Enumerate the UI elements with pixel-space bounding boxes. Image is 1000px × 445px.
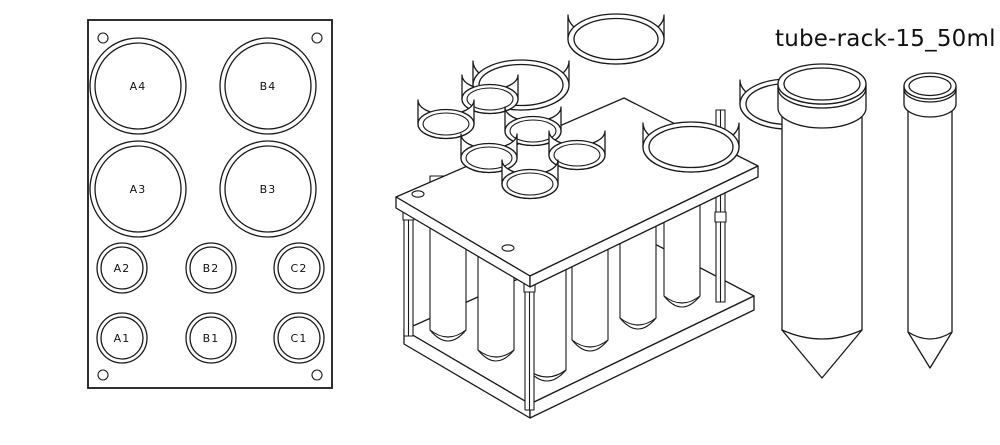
isometric-rack bbox=[395, 13, 837, 419]
tube-cone-shoulder bbox=[781, 329, 863, 340]
well-b3[interactable]: B3 bbox=[219, 140, 317, 238]
well-inner-ring bbox=[189, 316, 233, 360]
top-plate-front-right-face bbox=[529, 165, 759, 288]
socket-rim-inner bbox=[509, 119, 557, 143]
well-outer-ring bbox=[89, 37, 187, 135]
mounting-hole-icon bbox=[311, 369, 323, 381]
well-inner-ring bbox=[224, 145, 312, 233]
socket-small[interactable] bbox=[504, 106, 562, 147]
socket-small[interactable] bbox=[461, 74, 519, 115]
tube-cone-shoulder bbox=[907, 331, 953, 340]
well-outer-ring bbox=[185, 312, 237, 364]
tube-body bbox=[781, 103, 863, 379]
socket-rim-outer bbox=[504, 115, 562, 147]
socket-rim-outer bbox=[642, 121, 740, 173]
well-label: A1 bbox=[114, 332, 131, 345]
well-inner-ring bbox=[277, 316, 321, 360]
socket-large[interactable] bbox=[567, 13, 665, 65]
well-a3[interactable]: A3 bbox=[89, 140, 187, 238]
well-a2[interactable]: A2 bbox=[96, 242, 148, 294]
post-collar bbox=[714, 211, 727, 223]
tube-collar-lower-curve bbox=[777, 87, 867, 109]
well-c1[interactable]: C1 bbox=[273, 312, 325, 364]
well-label: B3 bbox=[260, 183, 277, 196]
well-inner-ring bbox=[94, 42, 182, 130]
rack-tube-bottom-curve bbox=[429, 329, 467, 338]
well-inner-ring bbox=[100, 246, 144, 290]
top-view-plate: A4 B4 A3 B3 bbox=[87, 19, 333, 389]
tube-rim-outer bbox=[777, 63, 867, 105]
well-c2[interactable]: C2 bbox=[273, 242, 325, 294]
socket-rim-outer bbox=[501, 168, 559, 200]
well-outer-ring bbox=[185, 242, 237, 294]
well-label: B4 bbox=[260, 80, 277, 93]
well-b1[interactable]: B1 bbox=[185, 312, 237, 364]
plate-outline bbox=[87, 19, 333, 389]
socket-rim-inner bbox=[422, 112, 470, 136]
tube-body bbox=[907, 99, 953, 369]
well-b4[interactable]: B4 bbox=[219, 37, 317, 135]
socket-small[interactable] bbox=[417, 99, 475, 140]
rack-tube-bottom-curve bbox=[571, 339, 609, 348]
socket-rim-inner bbox=[553, 143, 601, 167]
well-outer-ring bbox=[273, 312, 325, 364]
well-outer-ring bbox=[96, 312, 148, 364]
well-label: C2 bbox=[291, 262, 308, 275]
rack-post bbox=[523, 267, 536, 411]
socket-rim-inner bbox=[466, 87, 514, 111]
rack-tube-bottom-curve bbox=[477, 349, 515, 358]
well-a1[interactable]: A1 bbox=[96, 312, 148, 364]
tube-rim-inner bbox=[783, 67, 861, 101]
tube-50ml[interactable] bbox=[777, 63, 867, 379]
well-label: B1 bbox=[203, 332, 220, 345]
tube-rim-outer bbox=[903, 72, 957, 100]
well-b2[interactable]: B2 bbox=[185, 242, 237, 294]
mounting-hole-icon bbox=[97, 369, 109, 381]
tube-15ml[interactable] bbox=[903, 72, 957, 369]
well-inner-ring bbox=[224, 42, 312, 130]
well-inner-ring bbox=[277, 246, 321, 290]
well-label: B2 bbox=[203, 262, 220, 275]
well-outer-ring bbox=[219, 37, 317, 135]
socket-rim-inner bbox=[573, 17, 659, 61]
base-plate-front-right-face bbox=[529, 295, 755, 419]
well-inner-ring bbox=[189, 246, 233, 290]
well-label: C1 bbox=[291, 332, 308, 345]
well-label: A3 bbox=[130, 183, 147, 196]
socket-rim-outer bbox=[567, 13, 665, 65]
well-label: A2 bbox=[114, 262, 131, 275]
well-outer-ring bbox=[89, 140, 187, 238]
socket-rim-outer bbox=[460, 142, 518, 174]
mounting-hole-icon bbox=[501, 244, 515, 252]
socket-small[interactable] bbox=[460, 133, 518, 174]
tube-collar-lower-curve bbox=[903, 88, 957, 103]
tube-rim-inner bbox=[908, 75, 952, 97]
socket-rim-outer bbox=[461, 83, 519, 115]
well-outer-ring bbox=[219, 140, 317, 238]
well-inner-ring bbox=[100, 316, 144, 360]
socket-large[interactable] bbox=[642, 121, 740, 173]
socket-rim-outer bbox=[417, 108, 475, 140]
socket-small[interactable] bbox=[548, 130, 606, 171]
well-a4[interactable]: A4 bbox=[89, 37, 187, 135]
well-inner-ring bbox=[94, 145, 182, 233]
well-outer-ring bbox=[96, 242, 148, 294]
socket-rim-inner bbox=[648, 125, 734, 169]
part-title: tube-rack-15_50ml bbox=[775, 26, 996, 52]
socket-small[interactable] bbox=[501, 159, 559, 200]
well-outer-ring bbox=[273, 242, 325, 294]
socket-rim-outer bbox=[548, 139, 606, 171]
rack-tube-bottom-curve bbox=[663, 295, 701, 304]
mounting-hole-icon bbox=[97, 32, 109, 44]
mounting-hole-icon bbox=[411, 190, 425, 198]
socket-rim-inner bbox=[465, 146, 513, 170]
socket-rim-inner bbox=[506, 172, 554, 196]
well-label: A4 bbox=[130, 80, 147, 93]
mounting-hole-icon bbox=[311, 32, 323, 44]
rack-tube-bottom-curve bbox=[619, 317, 657, 326]
